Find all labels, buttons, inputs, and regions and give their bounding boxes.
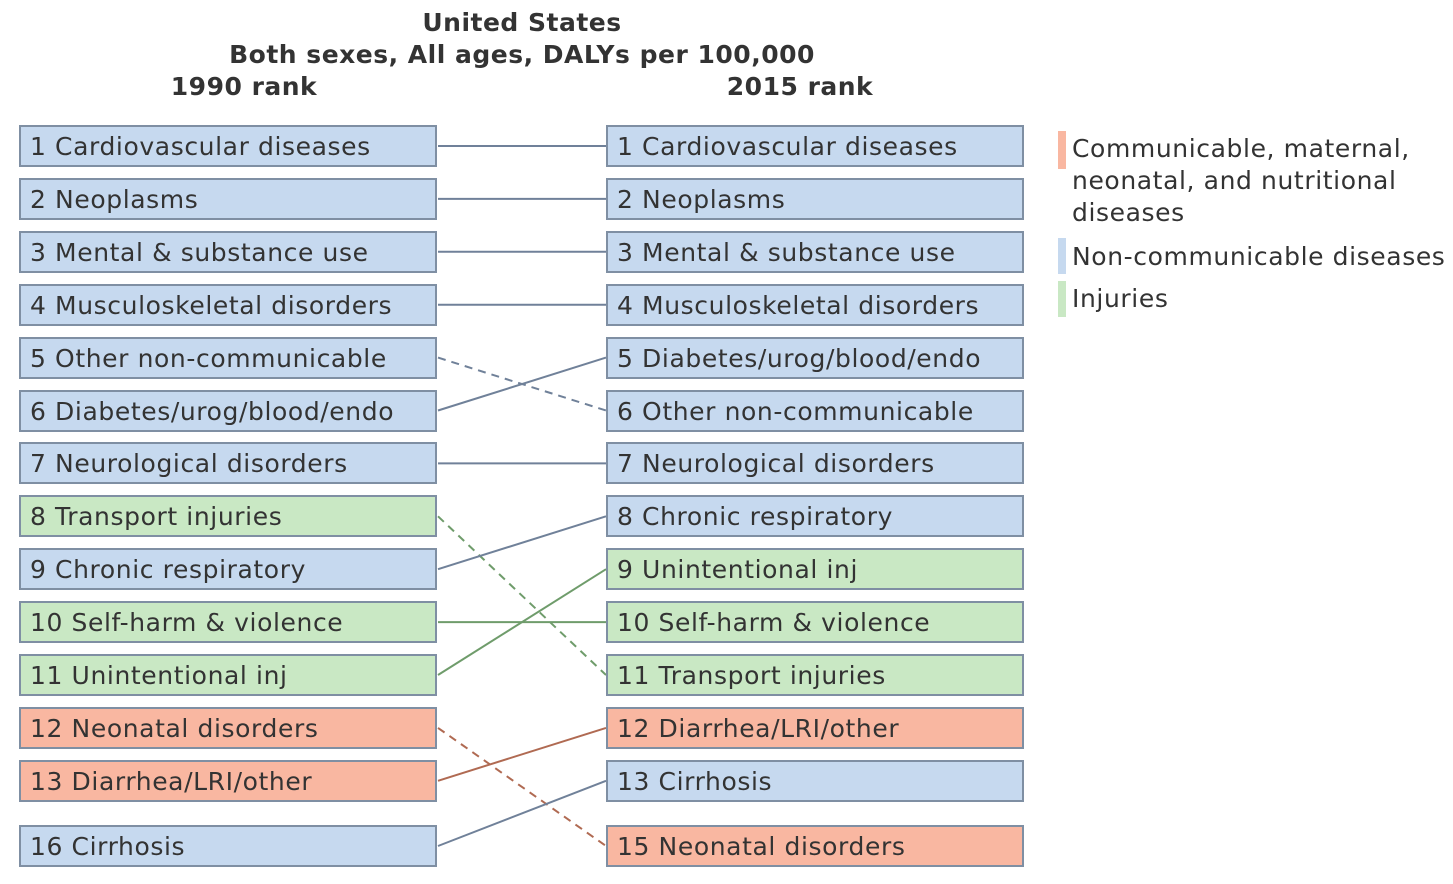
- left-rank-box: 5 Other non-communicable: [19, 336, 437, 379]
- left-rank-box: 1 Cardiovascular diseases: [19, 125, 437, 167]
- right-rank-box: 7 Neurological disorders: [606, 442, 1024, 485]
- right-rank-label: 12 Diarrhea/LRI/other: [617, 713, 900, 743]
- legend-swatch-communicable: [1058, 131, 1066, 169]
- right-rank-label: 5 Diabetes/urog/blood/endo: [617, 343, 982, 373]
- left-rank-label: 6 Diabetes/urog/blood/endo: [30, 396, 395, 426]
- right-rank-label: 7 Neurological disorders: [617, 449, 935, 479]
- left-rank-label: 13 Diarrhea/LRI/other: [30, 766, 313, 796]
- right-column-title: 2015 rank: [726, 72, 874, 101]
- chart-title: United States: [422, 8, 622, 37]
- left-rank-box: 3 Mental & substance use: [19, 230, 437, 273]
- right-rank-box: 1 Cardiovascular diseases: [606, 125, 1024, 167]
- right-rank-box: 3 Mental & substance use: [606, 230, 1024, 273]
- left-rank-label: 3 Mental & substance use: [30, 237, 369, 267]
- right-rank-box: 6 Other non-communicable: [606, 389, 1024, 432]
- right-rank-label: 8 Chronic respiratory: [617, 502, 893, 532]
- right-rank-box: 2 Neoplasms: [606, 177, 1024, 220]
- left-rank-box: 12 Neonatal disorders: [19, 706, 437, 749]
- right-rank-box: 13 Cirrhosis: [606, 759, 1024, 802]
- left-rank-label: 10 Self-harm & violence: [30, 608, 344, 638]
- left-rank-label: 5 Other non-communicable: [30, 343, 387, 373]
- chart-subtitle: Both sexes, All ages, DALYs per 100,000: [229, 40, 815, 69]
- right-rank-box: 8 Chronic respiratory: [606, 495, 1024, 538]
- left-rank-box: 9 Chronic respiratory: [19, 548, 437, 591]
- rank-link-line: [437, 779, 607, 847]
- left-rank-box: 10 Self-harm & violence: [19, 601, 437, 644]
- left-rank-box: 2 Neoplasms: [19, 177, 437, 220]
- right-rank-box: 11 Transport injuries: [606, 654, 1024, 696]
- right-rank-label: 1 Cardiovascular diseases: [617, 132, 958, 161]
- legend-label-injuries: Injuries: [1072, 284, 1169, 313]
- right-rank-box: 10 Self-harm & violence: [606, 601, 1024, 644]
- right-rank-label: 11 Transport injuries: [617, 661, 886, 690]
- rank-link-line: [437, 356, 607, 412]
- legend-label-communicable-line1: Communicable, maternal,: [1072, 134, 1410, 163]
- left-rank-box: 13 Diarrhea/LRI/other: [19, 759, 437, 802]
- left-rank-box: 6 Diabetes/urog/blood/endo: [19, 389, 437, 432]
- right-rank-label: 2 Neoplasms: [617, 184, 786, 214]
- right-rank-box: 9 Unintentional inj: [606, 548, 1024, 591]
- right-rank-label: 10 Self-harm & violence: [617, 608, 931, 638]
- left-rank-label: 1 Cardiovascular diseases: [30, 132, 371, 161]
- legend-label-noncommunicable: Non-communicable diseases: [1072, 242, 1446, 271]
- left-rank-box: 11 Unintentional inj: [19, 654, 437, 696]
- right-rank-box: 4 Musculoskeletal disorders: [606, 283, 1024, 326]
- right-rank-label: 3 Mental & substance use: [617, 237, 956, 267]
- right-rank-box: 5 Diabetes/urog/blood/endo: [606, 336, 1024, 379]
- left-rank-label: 8 Transport injuries: [30, 502, 283, 532]
- legend-swatch-noncommunicable: [1058, 238, 1066, 274]
- right-rank-label: 4 Musculoskeletal disorders: [617, 290, 980, 320]
- left-rank-label: 16 Cirrhosis: [30, 832, 186, 861]
- legend-label-communicable-line3: diseases: [1072, 198, 1185, 227]
- right-rank-label: 6 Other non-communicable: [617, 396, 974, 426]
- right-rank-box: 12 Diarrhea/LRI/other: [606, 706, 1024, 749]
- left-rank-label: 2 Neoplasms: [30, 184, 199, 214]
- left-rank-box: 8 Transport injuries: [19, 495, 437, 538]
- left-rank-label: 12 Neonatal disorders: [30, 713, 319, 743]
- right-rank-box: 15 Neonatal disorders: [606, 825, 1024, 867]
- left-rank-box: 7 Neurological disorders: [19, 442, 437, 485]
- right-rank-label: 15 Neonatal disorders: [617, 832, 906, 861]
- legend-label-communicable-line2: neonatal, and nutritional: [1072, 166, 1397, 195]
- left-rank-box: 4 Musculoskeletal disorders: [19, 283, 437, 326]
- right-rank-label: 9 Unintentional inj: [617, 555, 859, 585]
- rank-link-line: [437, 515, 607, 676]
- rank-link-line: [437, 727, 607, 847]
- rank-link-line: [437, 568, 607, 676]
- left-rank-label: 11 Unintentional inj: [30, 661, 288, 690]
- left-rank-label: 9 Chronic respiratory: [30, 555, 306, 585]
- rank-link-line: [437, 726, 607, 782]
- legend-swatch-injuries: [1058, 281, 1066, 317]
- left-rank-label: 4 Musculoskeletal disorders: [30, 290, 393, 320]
- right-rank-label: 13 Cirrhosis: [617, 766, 773, 796]
- left-rank-box: 16 Cirrhosis: [19, 825, 437, 867]
- rank-link-line: [437, 515, 607, 571]
- left-rank-label: 7 Neurological disorders: [30, 449, 348, 479]
- left-column-title: 1990 rank: [170, 72, 318, 101]
